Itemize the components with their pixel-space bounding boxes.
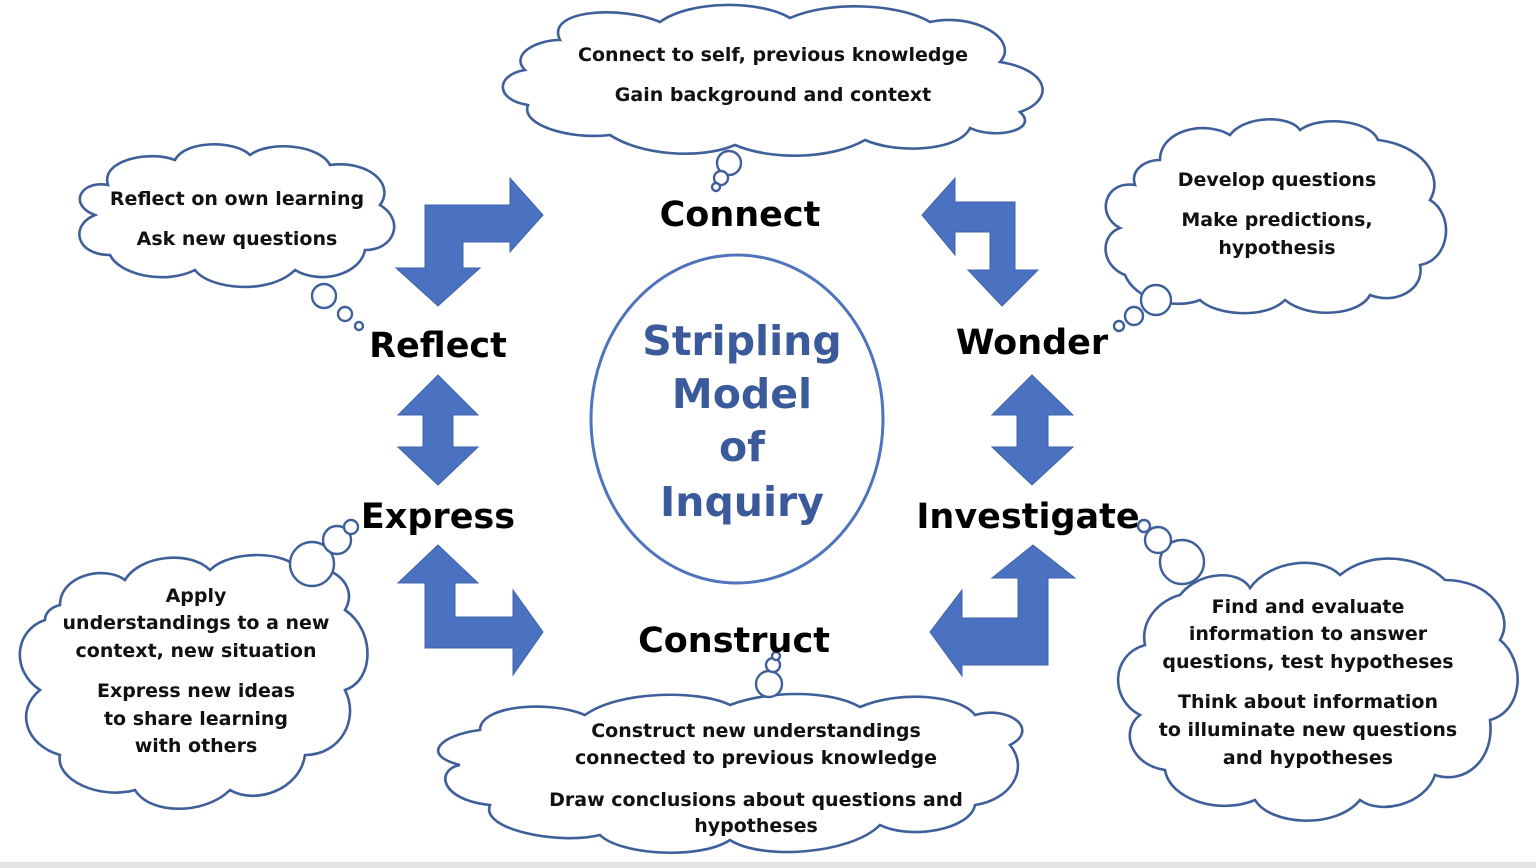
express-thought-cloud: Apply understandings to a new context, n… xyxy=(18,518,369,810)
stage-label-wonder: Wonder xyxy=(956,323,1109,363)
thought-bubble xyxy=(1158,538,1206,586)
cloud-text-line: Gain background and context xyxy=(615,84,931,106)
construct-thought-cloud: Construct new understandings connected t… xyxy=(436,650,1024,854)
double-arrow-icon xyxy=(990,374,1075,486)
cloud-shape xyxy=(501,3,1044,157)
cloud-text-line: Find and evaluate xyxy=(1212,596,1405,618)
thought-bubble xyxy=(353,320,365,332)
cloud-shape xyxy=(436,692,1024,854)
bent-arrow-icon xyxy=(396,544,544,677)
thought-bubble xyxy=(288,540,336,588)
title-line: Inquiry xyxy=(660,478,824,526)
bottom-edge-bar xyxy=(0,862,1536,868)
cloud-text-line: connected to previous knowledge xyxy=(575,747,937,769)
construct-express-arrow xyxy=(396,544,544,677)
thought-bubble xyxy=(710,181,722,193)
thought-bubble xyxy=(1136,518,1152,534)
cloud-text-line: Express new ideas xyxy=(97,680,295,702)
cloud-text-line: Draw conclusions about questions and xyxy=(549,789,963,811)
cloud-text-line: to illuminate new questions xyxy=(1159,719,1457,741)
connect-to-wonder-arrow xyxy=(921,176,1040,307)
cloud-text-line: with others xyxy=(135,735,258,757)
cloud-text-line: Ask new questions xyxy=(137,228,338,250)
cloud-shape xyxy=(1116,557,1519,822)
cloud-text-line: Think about information xyxy=(1178,691,1438,713)
cloud-text-line: hypotheses xyxy=(694,815,818,837)
bent-arrow-icon xyxy=(394,176,544,307)
center-ellipse xyxy=(589,253,885,585)
cloud-shape xyxy=(78,143,396,289)
bent-arrow-icon xyxy=(929,544,1077,678)
double-arrow-icon xyxy=(396,374,480,486)
thought-bubble xyxy=(1139,283,1173,317)
wonder-investigate-arrow xyxy=(990,374,1075,486)
cloud-text-line: and hypotheses xyxy=(1223,747,1393,769)
cloud-shape xyxy=(1104,118,1448,315)
cloud-text-line: understandings to a new xyxy=(63,612,330,634)
stage-label-express: Express xyxy=(361,497,515,537)
cloud-text-line: Connect to self, previous knowledge xyxy=(578,44,968,66)
center-title: Stripling Model of Inquiry xyxy=(589,253,885,585)
thought-bubble xyxy=(1143,525,1173,555)
reflect-to-connect-arrow xyxy=(394,176,544,307)
cloud-text-line: Construct new understandings xyxy=(591,720,921,742)
cloud-text-line: context, new situation xyxy=(76,640,317,662)
cloud-text-line: questions, test hypotheses xyxy=(1162,651,1453,673)
cloud-text-line: to share learning xyxy=(104,708,288,730)
investigate-thought-cloud: Find and evaluate information to answer … xyxy=(1116,518,1519,822)
cloud-text-line: information to answer xyxy=(1189,623,1428,645)
cloud-text-line: Make predictions, xyxy=(1181,209,1372,231)
reflect-thought-cloud: Reflect on own learning Ask new question… xyxy=(78,143,396,332)
thought-bubble xyxy=(715,149,743,177)
title-line: Model xyxy=(672,370,812,418)
thought-bubble xyxy=(1123,305,1145,327)
stage-label-reflect: Reflect xyxy=(369,326,507,366)
wonder-thought-cloud: Develop questions Make predictions, hypo… xyxy=(1104,118,1448,333)
thought-bubble xyxy=(712,169,730,187)
express-reflect-arrow xyxy=(396,374,480,486)
thought-bubble xyxy=(754,669,784,699)
thought-bubble xyxy=(1112,319,1126,333)
investigate-construct-arrow xyxy=(929,544,1077,678)
thought-bubble xyxy=(310,282,338,310)
thought-bubble xyxy=(342,518,360,536)
title-line: of xyxy=(719,423,766,471)
cloud-shape xyxy=(18,553,369,810)
stage-label-construct: Construct xyxy=(638,621,830,661)
thought-bubble xyxy=(336,305,354,323)
cloud-text-line: Reflect on own learning xyxy=(110,188,364,210)
thought-bubble xyxy=(770,650,782,662)
stage-label-connect: Connect xyxy=(660,195,821,235)
thought-bubble xyxy=(321,524,353,556)
stage-label-investigate: Investigate xyxy=(916,497,1139,537)
cloud-text-line: Develop questions xyxy=(1178,169,1377,191)
cloud-text-line: hypothesis xyxy=(1218,237,1335,259)
connect-thought-cloud: Connect to self, previous knowledge Gain… xyxy=(501,3,1044,193)
cloud-text-line: Apply xyxy=(166,585,227,607)
title-line: Stripling xyxy=(642,317,841,365)
bent-arrow-icon xyxy=(921,176,1040,307)
